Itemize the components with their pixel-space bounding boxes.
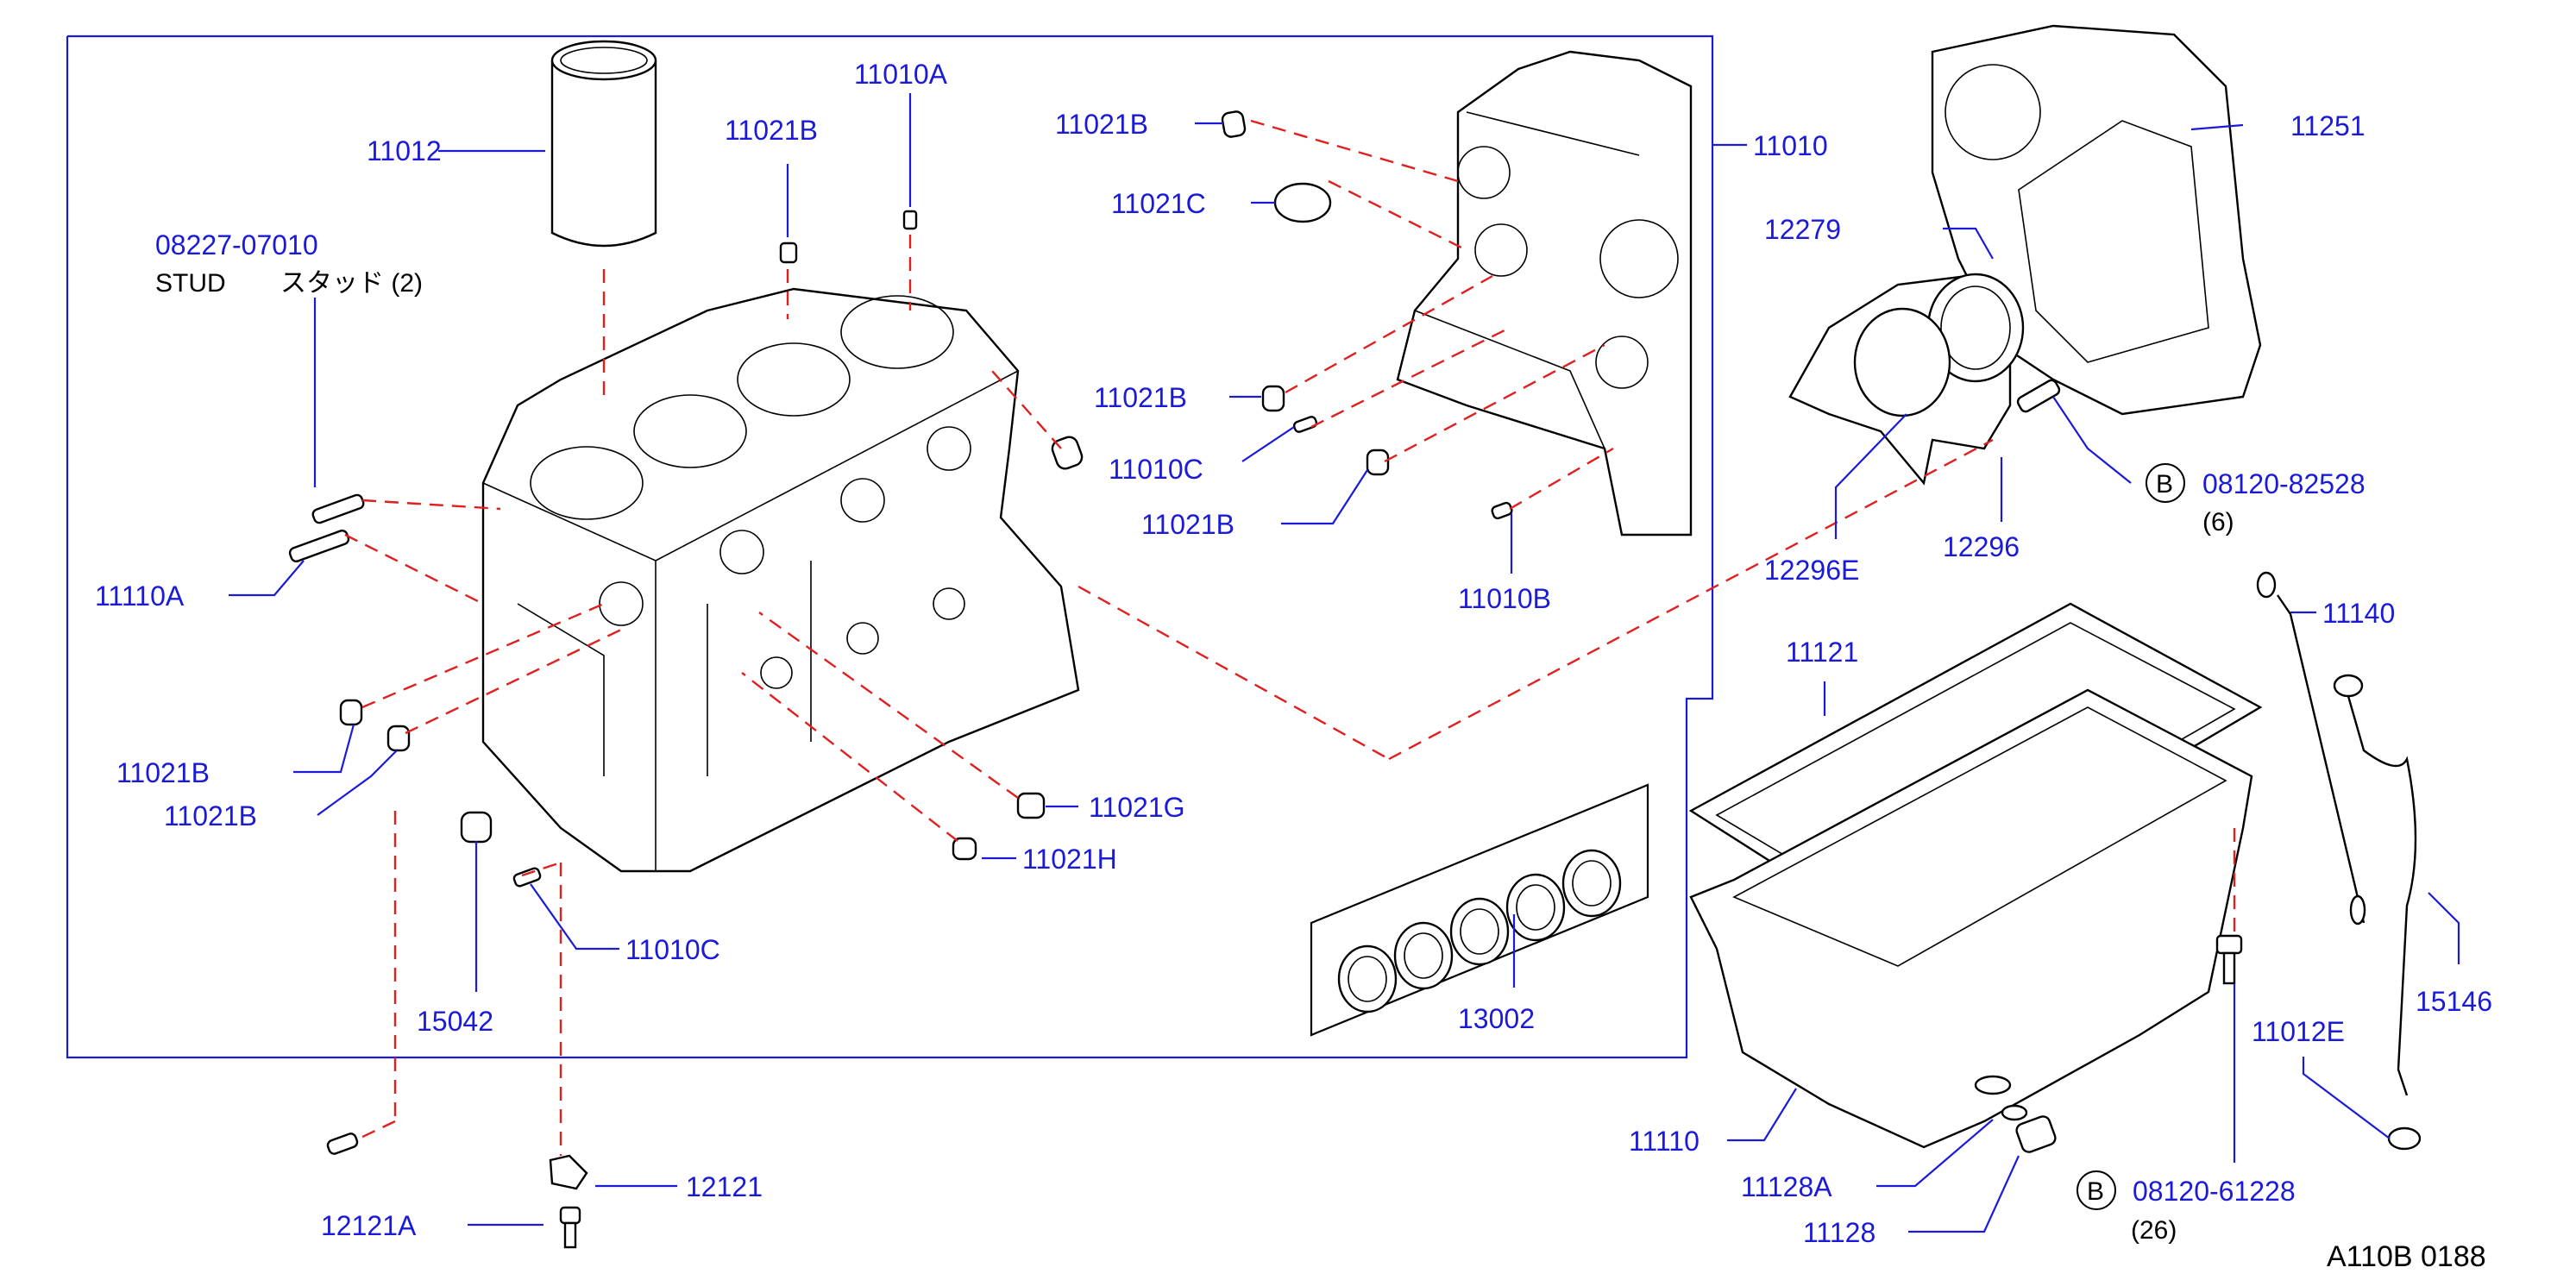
circle-b-marker-2: [2077, 1170, 2116, 1210]
bracket-12121: [549, 1154, 588, 1249]
label-11021B-l2: 11021B: [164, 800, 257, 831]
drain-plug: [2001, 1104, 2057, 1153]
label-11021B-r3: 11021B: [1141, 509, 1235, 540]
label-stud: STUD: [155, 269, 226, 298]
label-qty-6: (6): [2202, 508, 2234, 536]
dashed-relation-lines: [340, 119, 2236, 1156]
circle-b-letter-2: B: [2087, 1177, 2104, 1206]
label-11251: 11251: [2290, 110, 2366, 141]
circle-b-letter-1: B: [2156, 470, 2173, 499]
label-11012: 11012: [367, 135, 442, 166]
label-11021B-l1: 11021B: [116, 757, 210, 788]
small-parts: [288, 110, 1513, 888]
label-08120-82528: 08120-82528: [2202, 468, 2366, 499]
cylinder-liner: [550, 40, 657, 248]
label-11128A: 11128A: [1741, 1171, 1832, 1202]
leader-lines: [229, 93, 2460, 1233]
label-08227-07010: 08227-07010: [155, 229, 318, 260]
dipstick-guide: [2333, 674, 2422, 1151]
label-11021B-r2: 11021B: [1094, 382, 1187, 413]
label-12121A: 12121A: [321, 1210, 417, 1241]
bearing-set: [1310, 783, 1649, 1037]
label-11110A: 11110A: [95, 580, 185, 612]
label-11021G: 11021G: [1089, 792, 1185, 823]
label-13002: 13002: [1458, 1003, 1535, 1034]
label-stud-jp: スタッド (2): [280, 269, 423, 298]
dipstick: [2256, 571, 2366, 925]
pin-11010C-bottom: [326, 1133, 359, 1155]
label-12296: 12296: [1943, 531, 2020, 562]
label-15042: 15042: [417, 1006, 493, 1037]
pan-bolt: [2215, 934, 2243, 985]
label-11012E: 11012E: [2252, 1016, 2345, 1047]
label-11010C-b: 11010C: [625, 934, 720, 965]
label-12121: 12121: [686, 1171, 763, 1202]
label-11110: 11110: [1629, 1126, 1700, 1157]
label-11010A: 11010A: [854, 59, 948, 90]
label-11021H: 11021H: [1022, 844, 1117, 875]
label-11021B-r1: 11021B: [1055, 109, 1148, 140]
label-11021B-top: 11021B: [725, 115, 818, 146]
label-11010: 11010: [1753, 130, 1828, 161]
label-11140: 11140: [2322, 598, 2395, 629]
label-11010B: 11010B: [1458, 583, 1551, 614]
label-qty-26: (26): [2131, 1216, 2177, 1245]
label-15146: 15146: [2416, 986, 2492, 1017]
label-11021C: 11021C: [1111, 188, 1206, 219]
label-08120-61228: 08120-61228: [2133, 1176, 2296, 1207]
group-frame: [66, 35, 1714, 1059]
rear-seal-retainer: [1788, 273, 2061, 486]
label-12279: 12279: [1764, 214, 1841, 245]
oil-pan: [1688, 602, 2263, 1149]
block-rear-view: [1396, 50, 1693, 536]
label-11010C-r: 11010C: [1109, 454, 1203, 485]
label-12296E: 12296E: [1764, 555, 1859, 586]
label-11128: 11128: [1803, 1217, 1875, 1248]
circle-b-marker-1: [2146, 463, 2185, 503]
footer-code: A110B 0188: [2327, 1240, 2486, 1273]
label-11121: 11121: [1786, 637, 1858, 668]
cylinder-block: [481, 287, 1080, 873]
